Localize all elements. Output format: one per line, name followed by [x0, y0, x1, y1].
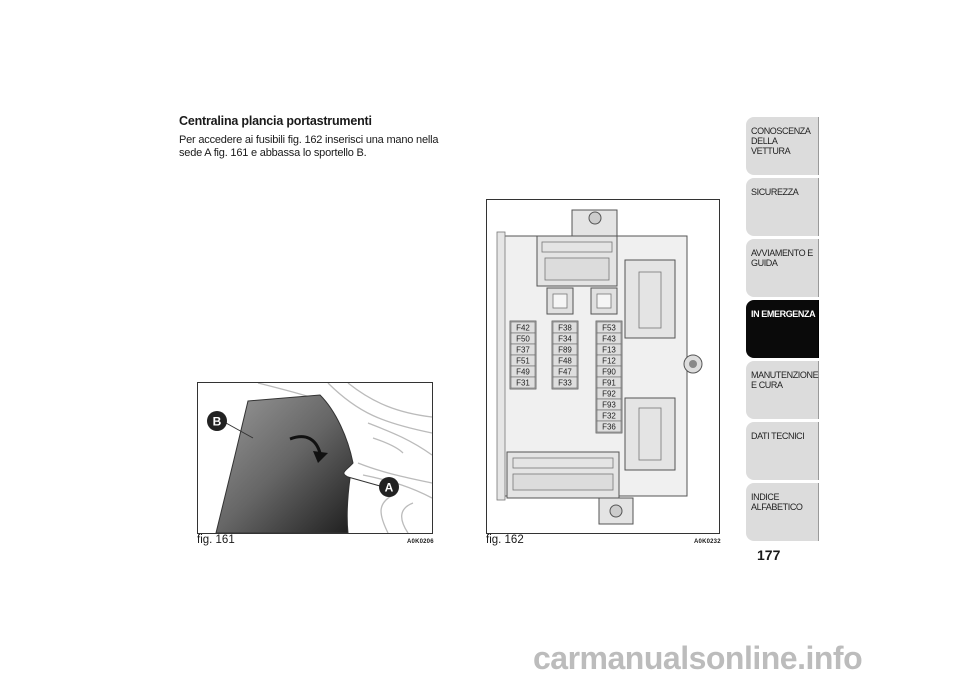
- tab-label: SICUREZZA: [751, 187, 799, 197]
- fuse-label: F37: [516, 346, 530, 355]
- tab-label: INDICE ALFABETICO: [751, 492, 803, 512]
- watermark: carmanualsonline.info: [533, 640, 863, 676]
- fuse-label: F91: [602, 379, 616, 388]
- body-text: Per accedere ai fusibili fig. 162 inseri…: [179, 134, 439, 159]
- fuse-label: F89: [558, 346, 572, 355]
- figure-161: B A: [197, 382, 433, 534]
- fuse-label: F33: [558, 379, 572, 388]
- fuse-slot: [510, 376, 536, 389]
- fuse-label: F31: [516, 379, 530, 388]
- figure-162-caption: fig. 162: [486, 534, 524, 546]
- fuse-label: F12: [602, 357, 616, 366]
- section-title: Centralina plancia portastrumenti: [179, 114, 372, 128]
- fuse-slot: [552, 376, 578, 389]
- page-number: 177: [757, 547, 781, 563]
- tab-label: DATI TECNICI: [751, 431, 805, 441]
- tab-label: CONOSCENZA DELLA VETTURA: [751, 126, 811, 156]
- fuse-label: F42: [516, 324, 530, 333]
- tab-label: AVVIAMENTO E GUIDA: [751, 248, 813, 268]
- label-b: B: [213, 415, 222, 429]
- fuse-label: F92: [602, 390, 616, 399]
- tab-conoscenza[interactable]: CONOSCENZA DELLA VETTURA: [746, 117, 819, 175]
- fuse-label: F43: [602, 335, 616, 344]
- fuse-slot: [596, 420, 622, 433]
- tab-sicurezza[interactable]: SICUREZZA: [746, 178, 819, 236]
- figure-161-caption: fig. 161: [197, 534, 235, 546]
- fuse-label: F51: [516, 357, 530, 366]
- fuse-label: F36: [602, 423, 616, 432]
- fuse-label: F34: [558, 335, 572, 344]
- tab-avviamento[interactable]: AVVIAMENTO E GUIDA: [746, 239, 819, 297]
- fuse-label: F53: [602, 324, 616, 333]
- fuse-label: F49: [516, 368, 530, 377]
- tab-manutenzione[interactable]: MANUTENZIONE E CURA: [746, 361, 819, 419]
- tab-label: MANUTENZIONE E CURA: [751, 370, 819, 390]
- fuse-label: F50: [516, 335, 530, 344]
- tab-label: IN EMERGENZA: [751, 309, 816, 319]
- fuse-label: F38: [558, 324, 572, 333]
- figure-161-code: A0K0206: [407, 539, 434, 545]
- tab-in-emergenza[interactable]: IN EMERGENZA: [746, 300, 819, 358]
- fuse-label: F90: [602, 368, 616, 377]
- tab-indice[interactable]: INDICE ALFABETICO: [746, 483, 819, 541]
- label-a: A: [385, 481, 394, 495]
- fuse-label: F93: [602, 401, 616, 410]
- figure-162-code: A0K0232: [694, 539, 721, 545]
- fuse-label: F48: [558, 357, 572, 366]
- fuse-label: F32: [602, 412, 616, 421]
- fuse-label: F13: [602, 346, 616, 355]
- fuse-label: F47: [558, 368, 572, 377]
- dashboard-illustration: B A: [207, 383, 432, 533]
- tab-dati-tecnici[interactable]: DATI TECNICI: [746, 422, 819, 480]
